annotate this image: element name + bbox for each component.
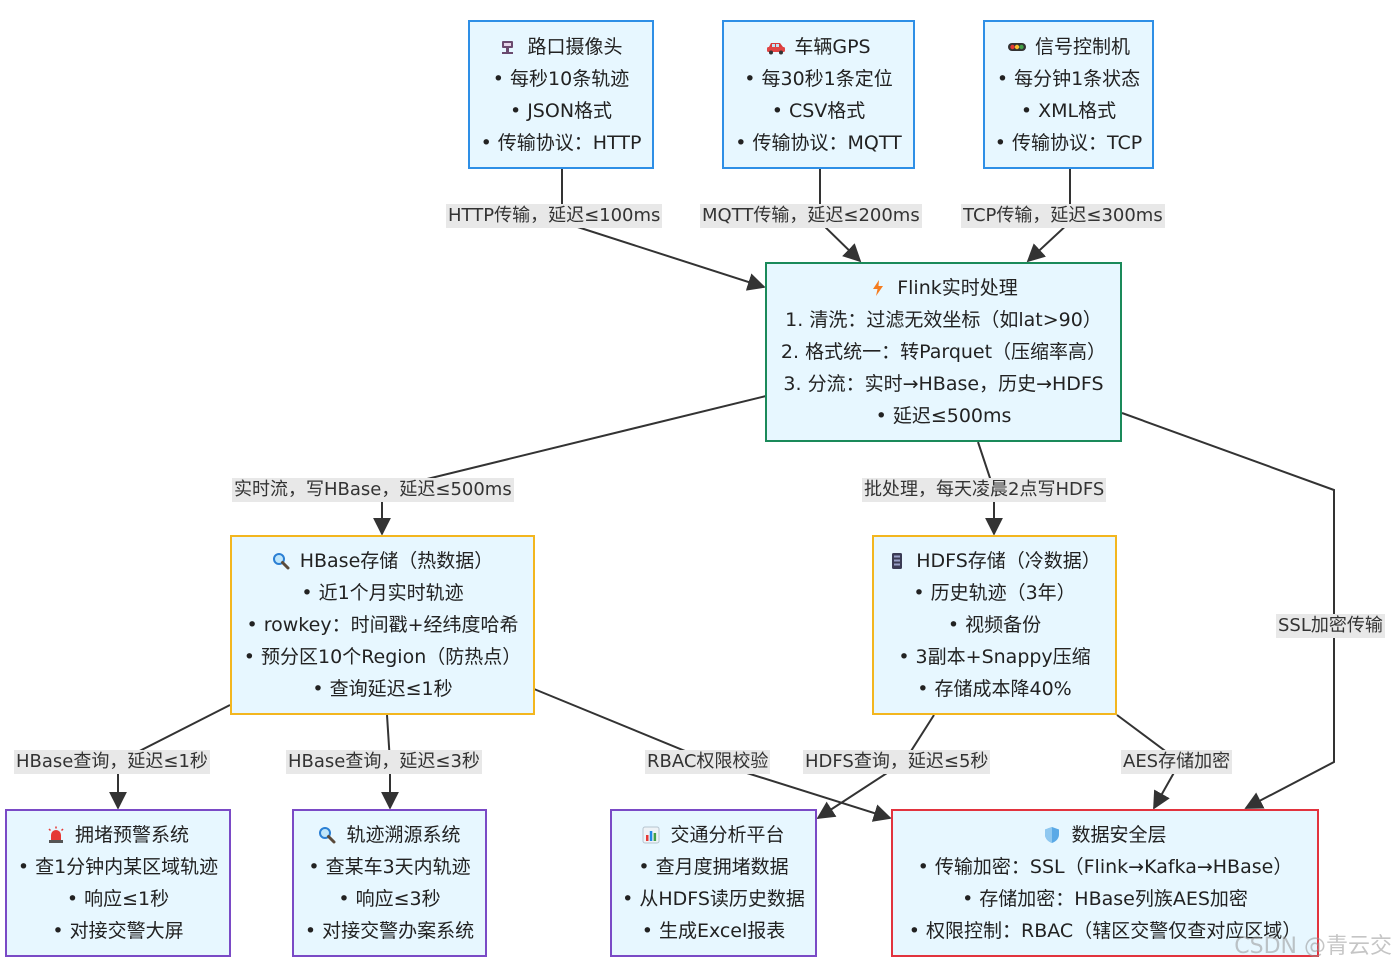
node-trace-line-3: • 对接交警办案系统 — [304, 920, 475, 942]
node-trace[interactable]: 轨迹溯源系统 • 查某车3天内轨迹 • 响应≤3秒 • 对接交警办案系统 — [292, 809, 487, 957]
node-flink-line-3: 3. 分流：实时→HBase，历史→HDFS — [783, 373, 1104, 395]
node-gps[interactable]: 车辆GPS • 每30秒1条定位 • CSV格式 • 传输协议：MQTT — [722, 20, 915, 169]
node-hbase-title-row: HBase存储（热数据） — [272, 545, 494, 577]
node-gps-line-3: • 传输协议：MQTT — [735, 131, 902, 154]
magnifier-icon — [318, 822, 336, 844]
node-hbase-line-2: • rowkey：时间戳+经纬度哈希 — [246, 614, 519, 636]
node-security-line-1: • 传输加密：SSL（Flink→Kafka→HBase） — [917, 856, 1293, 878]
edge-label-flink-hbase: 实时流，写HBase，延迟≤500ms — [232, 478, 514, 502]
node-flink-line-2: 2. 格式统一：转Parquet（压缩率高） — [780, 341, 1107, 363]
edge-label-gps-flink: MQTT传输，延迟≤200ms — [700, 204, 922, 228]
node-flink-title-row: Flink实时处理 — [869, 272, 1018, 304]
node-trace-line-2: • 响应≤3秒 — [338, 888, 441, 910]
node-security-title: 数据安全层 — [1071, 824, 1167, 846]
node-gps-title: 车辆GPS — [794, 35, 871, 58]
node-jam-line-3: • 对接交警大屏 — [52, 920, 184, 942]
edge-flink-security — [1121, 412, 1335, 809]
node-hbase-line-3: • 预分区10个Region（防热点） — [243, 646, 522, 668]
node-hdfs[interactable]: HDFS存储（冷数据） • 历史轨迹（3年） • 视频备份 • 3副本+Snap… — [872, 535, 1117, 715]
edge-label-hbase-security: RBAC权限校验 — [645, 750, 771, 774]
node-hbase-line-4: • 查询延迟≤1秒 — [312, 678, 453, 700]
node-security-line-2: • 存储加密：HBase列族AES加密 — [962, 888, 1248, 910]
node-security[interactable]: 数据安全层 • 传输加密：SSL（Flink→Kafka→HBase） • 存储… — [891, 809, 1319, 957]
edge-label-signal-flink: TCP传输，延迟≤300ms — [961, 204, 1165, 228]
node-camera[interactable]: 路口摄像头 • 每秒10条轨迹 • JSON格式 • 传输协议：HTTP — [468, 20, 654, 169]
node-flink[interactable]: Flink实时处理 1. 清洗：过滤无效坐标（如lat>90） 2. 格式统一：… — [765, 262, 1122, 442]
node-camera-line-2: • JSON格式 — [509, 99, 613, 122]
watermark: CSDN @青云交 — [1234, 934, 1392, 959]
shield-icon — [1043, 822, 1061, 843]
node-camera-line-3: • 传输协议：HTTP — [480, 131, 642, 154]
node-analysis-line-1: • 查月度拥堵数据 — [638, 856, 789, 878]
edge-flink-hbase — [373, 395, 767, 536]
node-signal-line-1: • 每分钟1条状态 — [996, 67, 1141, 90]
node-hdfs-line-3: • 3副本+Snappy压缩 — [898, 646, 1091, 668]
edge-label-hdfs-analysis: HDFS查询，延迟≤5秒 — [803, 750, 991, 774]
node-signal-line-2: • XML格式 — [1020, 99, 1117, 122]
edge-label-hdfs-security: AES存储加密 — [1121, 750, 1233, 774]
node-hbase-title: HBase存储（热数据） — [299, 550, 494, 572]
node-signal-title: 信号控制机 — [1034, 35, 1130, 58]
node-security-title-row: 数据安全层 — [1043, 819, 1167, 851]
edge-label-hbase-jam: HBase查询，延迟≤1秒 — [14, 750, 210, 774]
camera-icon — [499, 34, 517, 54]
node-analysis-line-3: • 生成Excel报表 — [641, 920, 786, 942]
node-flink-title: Flink实时处理 — [897, 277, 1018, 299]
node-jam-line-2: • 响应≤1秒 — [66, 888, 170, 910]
server-icon — [888, 548, 906, 569]
node-hdfs-title-row: HDFS存储（冷数据） — [888, 545, 1101, 577]
edge-label-hbase-trace: HBase查询，延迟≤3秒 — [286, 750, 482, 774]
edge-label-flink-hdfs: 批处理，每天凌晨2点写HDFS — [862, 478, 1107, 502]
edge-label-camera-flink: HTTP传输，延迟≤100ms — [446, 204, 663, 228]
node-flink-line-1: 1. 清洗：过滤无效坐标（如lat>90） — [785, 309, 1102, 331]
node-hbase-line-1: • 近1个月实时轨迹 — [301, 582, 464, 604]
node-signal-title-row: 信号控制机 — [1007, 31, 1130, 63]
node-camera-line-1: • 每秒10条轨迹 — [492, 67, 630, 90]
node-hbase[interactable]: HBase存储（热数据） • 近1个月实时轨迹 • rowkey：时间戳+经纬度… — [230, 535, 535, 715]
node-trace-title-row: 轨迹溯源系统 — [318, 819, 461, 851]
node-hdfs-title: HDFS存储（冷数据） — [916, 550, 1101, 572]
node-jam[interactable]: 拥堵预警系统 • 查1分钟内某区域轨迹 • 响应≤1秒 • 对接交警大屏 — [5, 809, 231, 957]
node-security-line-3: • 权限控制：RBAC（辖区交警仅查对应区域） — [908, 920, 1302, 942]
node-analysis[interactable]: 交通分析平台 • 查月度拥堵数据 • 从HDFS读历史数据 • 生成Excel报… — [610, 809, 817, 957]
node-camera-title-row: 路口摄像头 — [499, 31, 623, 63]
node-gps-line-2: • CSV格式 — [771, 99, 866, 122]
node-hdfs-line-1: • 历史轨迹（3年） — [913, 582, 1076, 604]
node-jam-line-1: • 查1分钟内某区域轨迹 — [17, 856, 219, 878]
node-trace-line-1: • 查某车3天内轨迹 — [308, 856, 471, 878]
siren-icon — [47, 822, 65, 843]
node-hdfs-line-4: • 存储成本降40% — [917, 678, 1072, 700]
node-hdfs-line-2: • 视频备份 — [947, 614, 1042, 636]
node-flink-line-4: • 延迟≤500ms — [875, 405, 1012, 427]
node-jam-title-row: 拥堵预警系统 — [47, 819, 189, 851]
node-trace-title: 轨迹溯源系统 — [346, 824, 461, 846]
car-icon — [766, 34, 786, 54]
node-camera-title: 路口摄像头 — [527, 35, 623, 58]
traffic-light-icon — [1007, 34, 1026, 52]
magnifier-icon — [272, 548, 290, 570]
node-analysis-title: 交通分析平台 — [670, 824, 785, 846]
node-analysis-line-2: • 从HDFS读历史数据 — [622, 888, 805, 910]
node-gps-line-1: • 每30秒1条定位 — [744, 67, 893, 90]
edge-label-flink-security: SSL加密传输 — [1276, 614, 1385, 638]
bar-chart-icon — [642, 822, 660, 844]
node-analysis-title-row: 交通分析平台 — [642, 819, 785, 851]
node-gps-title-row: 车辆GPS — [766, 31, 871, 63]
node-signal-line-3: • 传输协议：TCP — [994, 131, 1143, 154]
node-signal[interactable]: 信号控制机 • 每分钟1条状态 • XML格式 • 传输协议：TCP — [983, 20, 1154, 169]
lightning-icon — [869, 275, 887, 296]
node-jam-title: 拥堵预警系统 — [74, 824, 189, 846]
